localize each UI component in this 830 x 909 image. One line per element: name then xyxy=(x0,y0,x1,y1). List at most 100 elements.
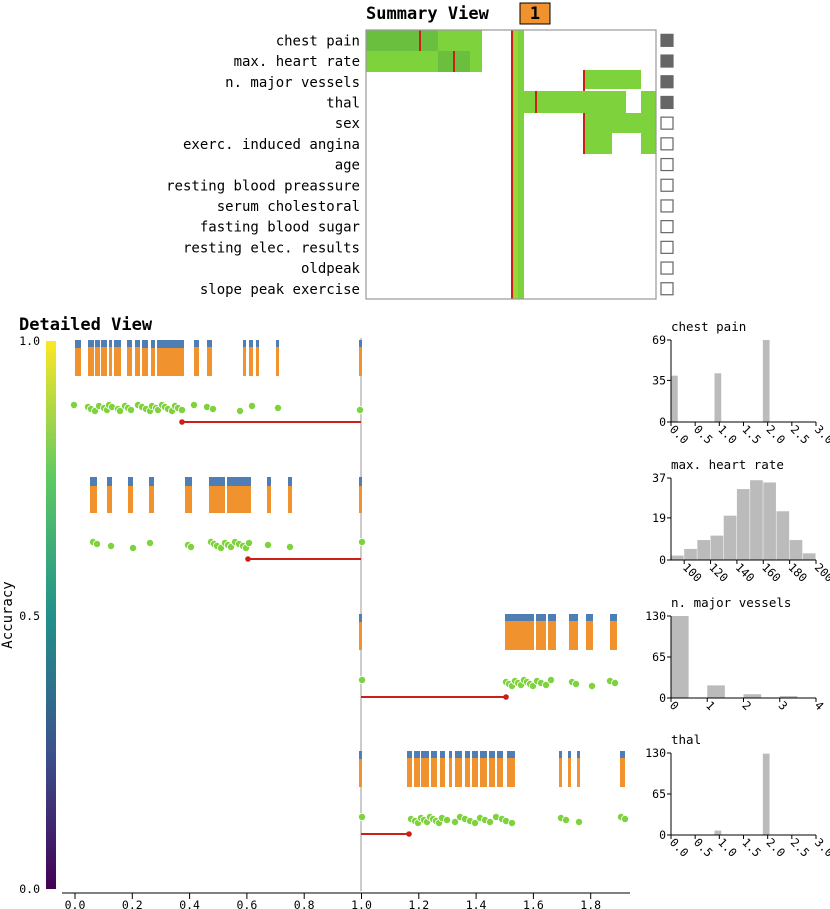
class-bar-blue xyxy=(489,751,495,758)
histogram-title: chest pain xyxy=(671,319,746,334)
sample-dot xyxy=(355,405,364,414)
class-bar-blue xyxy=(455,751,462,758)
sample-dot xyxy=(186,543,195,552)
sample-dot xyxy=(547,676,556,685)
summary-cell xyxy=(585,131,612,154)
class-bar-orange xyxy=(151,348,155,376)
sample-dot xyxy=(542,681,551,690)
sample-dot xyxy=(357,676,366,685)
histogram-x-tick-label: 4 xyxy=(812,698,827,713)
class-bar-orange xyxy=(407,758,412,787)
x-axis-tick-label: 1.0 xyxy=(351,898,372,909)
class-bar-blue xyxy=(440,751,445,758)
summary-badge[interactable] xyxy=(519,2,551,25)
feature-label: exerc. induced angina xyxy=(183,137,360,153)
feature-checkbox[interactable] xyxy=(660,116,674,130)
feature-label: thal xyxy=(326,95,360,111)
summary-cell xyxy=(470,51,482,72)
class-bar-orange xyxy=(128,486,133,513)
class-bar-orange xyxy=(586,621,593,650)
x-axis-tick-label: 0.6 xyxy=(237,898,258,909)
feature-checkbox[interactable] xyxy=(660,199,674,213)
sample-dot xyxy=(442,816,451,825)
sample-dot xyxy=(93,540,102,549)
class-bar-blue xyxy=(536,614,546,621)
class-bar-orange xyxy=(359,622,362,650)
summary-cell xyxy=(514,30,518,299)
feature-checkbox[interactable] xyxy=(660,282,674,296)
class-bar-orange xyxy=(243,347,246,376)
sample-dot xyxy=(572,680,581,689)
class-bar-blue xyxy=(507,751,515,758)
split-point[interactable] xyxy=(503,694,509,700)
histogram-x-tick-label: 200 xyxy=(812,560,830,585)
feature-checkbox[interactable] xyxy=(660,240,674,254)
class-bar-orange xyxy=(135,347,140,376)
class-bar-orange xyxy=(127,347,132,376)
sample-dot xyxy=(208,404,217,413)
class-bar-orange xyxy=(431,758,437,787)
histogram-bar xyxy=(714,373,722,422)
summary-cell xyxy=(518,30,524,299)
feature-checkbox[interactable] xyxy=(660,220,674,234)
class-bar-blue xyxy=(151,340,155,348)
feature-checkbox[interactable] xyxy=(660,137,674,151)
class-bar-orange xyxy=(194,347,199,376)
class-bar-orange xyxy=(568,758,571,787)
class-bar-orange xyxy=(209,486,225,513)
feature-checkbox[interactable] xyxy=(660,54,674,68)
feature-label: oldpeak xyxy=(301,261,361,277)
sample-dot xyxy=(485,818,494,827)
feature-label: sex xyxy=(335,116,360,132)
class-bar-blue xyxy=(414,751,420,758)
sample-dot xyxy=(70,400,79,409)
class-bar-orange xyxy=(414,758,420,787)
detailed-title: Detailed View xyxy=(19,315,153,335)
class-bar-orange xyxy=(90,486,97,513)
histogram-bar xyxy=(714,830,722,835)
histogram-y-tick-label: 0 xyxy=(659,828,666,842)
histogram-title: thal xyxy=(671,732,701,747)
accuracy-colorbar xyxy=(46,341,56,889)
class-bar-blue xyxy=(256,340,259,347)
class-bar-orange xyxy=(149,486,154,513)
summary-cell xyxy=(524,91,600,113)
summary-cell xyxy=(438,30,482,51)
histogram-x-tick-label: 0 xyxy=(667,698,682,713)
sample-dot xyxy=(244,539,253,548)
split-point[interactable] xyxy=(406,831,412,837)
class-bar-orange xyxy=(157,348,184,376)
feature-checkbox[interactable] xyxy=(660,95,674,110)
summary-badge-label: 1 xyxy=(530,4,540,24)
histogram-y-tick-label: 130 xyxy=(645,746,666,760)
feature-checkbox[interactable] xyxy=(660,178,674,192)
sample-dot xyxy=(107,542,116,551)
class-bar-blue xyxy=(114,340,121,347)
sample-dot xyxy=(357,813,366,822)
class-bar-blue xyxy=(497,751,503,758)
class-bar-blue xyxy=(559,751,562,758)
class-bar-blue xyxy=(472,751,478,758)
sample-dot xyxy=(127,405,136,414)
feature-checkbox[interactable] xyxy=(660,33,674,47)
histogram-bar xyxy=(697,540,711,560)
feature-checkbox[interactable] xyxy=(660,157,674,172)
class-bar-orange xyxy=(249,347,253,376)
split-point[interactable] xyxy=(179,419,185,425)
histogram-x-tick-label: 3 xyxy=(776,698,791,713)
class-bar-orange xyxy=(497,758,503,787)
feature-checkbox[interactable] xyxy=(660,75,674,89)
class-bar-blue xyxy=(577,751,580,758)
sample-dot xyxy=(470,819,479,828)
class-bar-blue xyxy=(90,477,97,486)
class-bar-blue xyxy=(243,340,246,347)
feature-checkbox[interactable] xyxy=(660,261,674,275)
split-point[interactable] xyxy=(245,556,251,562)
class-bar-orange xyxy=(610,621,617,650)
class-bar-blue xyxy=(128,477,133,486)
class-bar-orange xyxy=(267,486,271,513)
split-rows xyxy=(70,340,630,837)
